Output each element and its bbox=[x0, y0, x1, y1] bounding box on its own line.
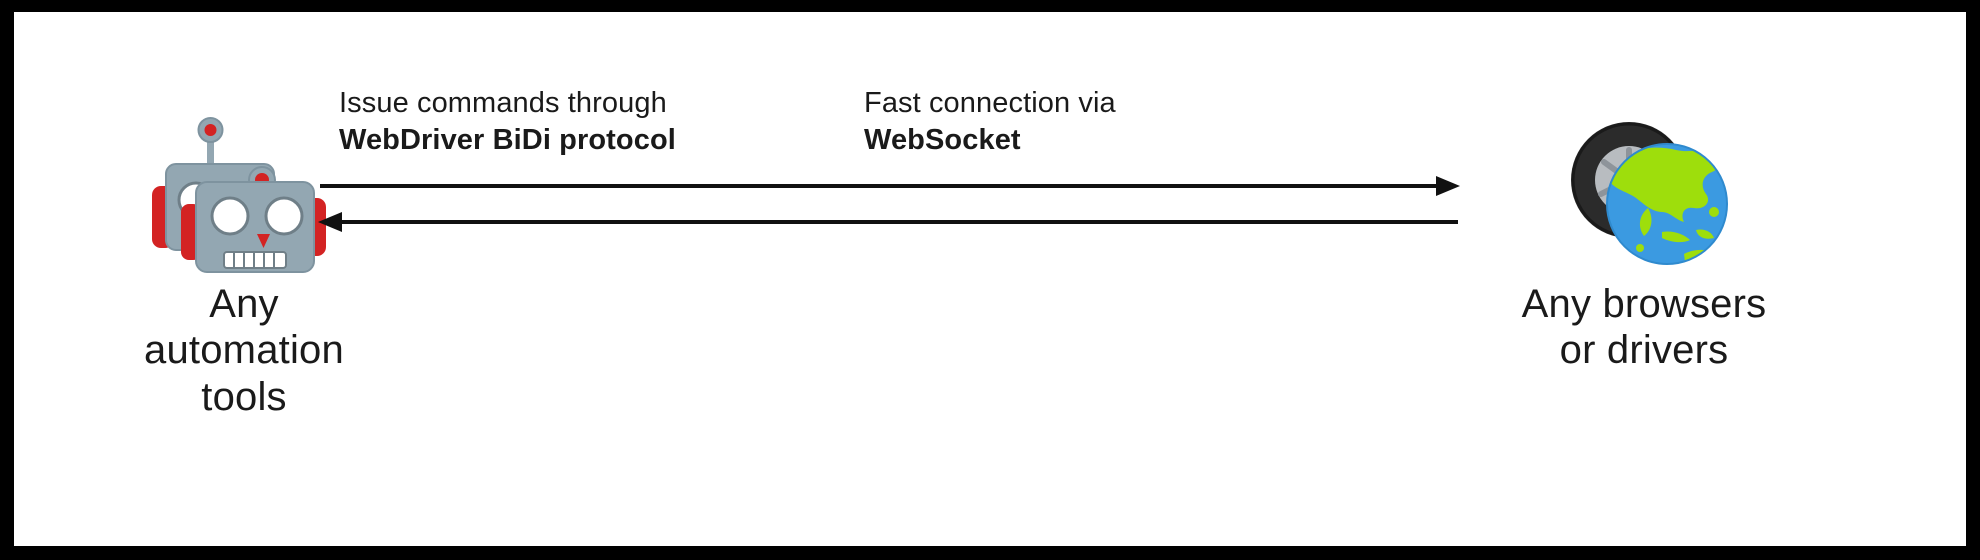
right-node-label: Any browsers or drivers bbox=[1521, 282, 1767, 373]
globe-and-wheel-icon bbox=[1571, 122, 1728, 265]
arrows-group bbox=[318, 176, 1460, 232]
transport-caption-line-1: Fast connection via bbox=[864, 87, 1116, 119]
commands-caption-line-1: Issue commands through bbox=[339, 87, 667, 119]
arrow-to-browser bbox=[320, 176, 1460, 196]
commands-caption-line-2: WebDriver BiDi protocol bbox=[339, 124, 676, 157]
earth-globe-icon bbox=[1606, 143, 1728, 265]
arrow-to-tools bbox=[318, 212, 1458, 232]
commands-caption: Issue commands through WebDriver BiDi pr… bbox=[339, 85, 676, 159]
globe-icon-wrap bbox=[1444, 112, 1844, 277]
diagram-canvas: Any automation tools Issue commands thro… bbox=[14, 12, 1966, 546]
left-node-label: Any automation tools bbox=[144, 282, 344, 419]
robot-icon-wrap bbox=[74, 112, 414, 277]
left-node-automation-tools: Any automation tools bbox=[74, 112, 414, 420]
transport-caption-line-2: WebSocket bbox=[864, 124, 1021, 157]
robot-icon bbox=[152, 117, 326, 273]
channel-area: Issue commands through WebDriver BiDi pr… bbox=[314, 67, 1464, 267]
right-node-browsers-drivers: Any browsers or drivers bbox=[1444, 112, 1844, 374]
transport-caption: Fast connection via WebSocket bbox=[864, 85, 1116, 159]
